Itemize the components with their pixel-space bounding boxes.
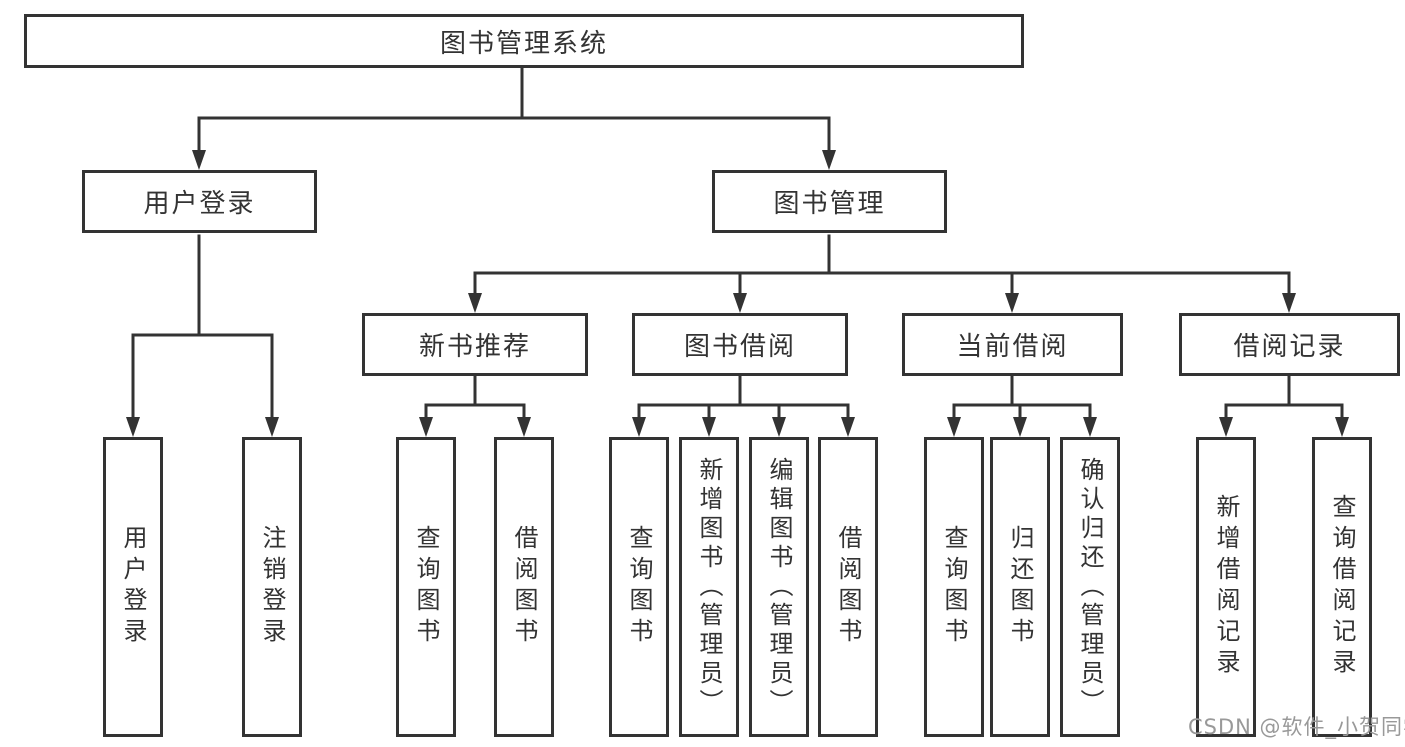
node-book-management: 图书管理 xyxy=(712,170,947,233)
leaf-query-borrow-record: 查询借阅记录 xyxy=(1312,437,1372,737)
node-new-book-recommend: 新书推荐 xyxy=(362,313,588,376)
node-borrow-records: 借阅记录 xyxy=(1179,313,1400,376)
leaf-query-books-current: 查询图书 xyxy=(924,437,984,737)
leaf-borrow-books-recommend: 借阅图书 xyxy=(494,437,554,737)
leaf-add-book-admin: 新增图书（管理员） xyxy=(679,437,739,737)
node-root-system: 图书管理系统 xyxy=(24,14,1024,68)
leaf-logout: 注销登录 xyxy=(242,437,302,737)
leaf-user-login: 用户登录 xyxy=(103,437,163,737)
leaf-borrow-books: 借阅图书 xyxy=(818,437,878,737)
leaf-return-books: 归还图书 xyxy=(990,437,1050,737)
leaf-confirm-return-admin: 确认归还（管理员） xyxy=(1060,437,1120,737)
csdn-watermark: CSDN @软件_小贺同学 xyxy=(1188,715,1405,739)
node-book-borrow: 图书借阅 xyxy=(632,313,848,376)
leaf-query-books-borrow: 查询图书 xyxy=(609,437,669,737)
node-current-borrow: 当前借阅 xyxy=(902,313,1123,376)
leaf-query-books-recommend: 查询图书 xyxy=(396,437,456,737)
leaf-add-borrow-record: 新增借阅记录 xyxy=(1196,437,1256,737)
node-user-login: 用户登录 xyxy=(82,170,317,233)
leaf-edit-book-admin: 编辑图书（管理员） xyxy=(749,437,809,737)
